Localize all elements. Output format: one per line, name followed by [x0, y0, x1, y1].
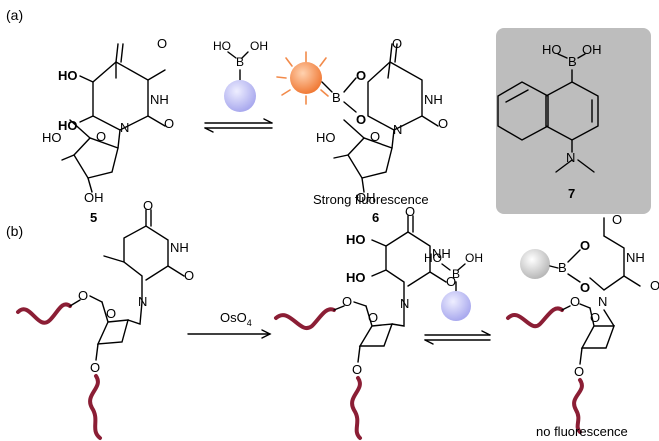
oso4-reaction-arrow: OsO4 [187, 310, 272, 339]
boronic-probe-sphere [441, 291, 471, 321]
strong-fluorescence-caption: Strong fluorescence [313, 192, 429, 207]
atom-o: O [580, 238, 590, 253]
atom-nh: NH [424, 92, 443, 107]
atom-o: O [580, 280, 590, 295]
atom-oh: OH [356, 190, 376, 205]
atom-n: N [400, 296, 409, 311]
atom-o: O [590, 310, 600, 325]
dna-thymidine-structure: O O O O NH O N [16, 198, 194, 440]
atom-o: O [143, 198, 153, 213]
atom-ho: HO [542, 42, 562, 57]
no-fluorescence-caption: no fluorescence [536, 424, 628, 439]
atom-ho: HO [346, 232, 366, 247]
atom-oh: OH [250, 39, 268, 53]
atom-n: N [138, 294, 147, 309]
atom-o: O [446, 274, 456, 289]
atom-ho: HO [213, 39, 231, 53]
panel-a-label: (a) [6, 7, 23, 23]
compound-5-structure: O NH O N HO HO HO O OH [42, 36, 174, 205]
atom-ho: HO [316, 130, 336, 145]
atom-o: O [157, 36, 167, 51]
dna-strand-3prime [88, 374, 102, 440]
dna-boronate-product-structure: B O O O NH O N O O O [506, 212, 659, 434]
atom-nh: NH [170, 240, 189, 255]
dna-strand-5prime [16, 302, 72, 325]
atom-o: O [574, 364, 584, 379]
atom-b: B [558, 260, 567, 275]
atom-b: B [568, 54, 577, 69]
atom-o: O [342, 294, 352, 309]
atom-nh: NH [432, 246, 451, 261]
reagent-oso4: OsO4 [220, 310, 252, 328]
atom-b: B [332, 90, 341, 105]
atom-o: O [78, 288, 88, 303]
atom-ho: HO [42, 130, 62, 145]
atom-o: O [612, 212, 622, 227]
compound-7-label: 7 [568, 186, 575, 201]
atom-n: N [598, 294, 607, 309]
compound-6-label: 6 [372, 210, 379, 225]
atom-o: O [96, 129, 106, 144]
atom-n: N [566, 150, 575, 165]
fluorescence-burst-icon [276, 51, 329, 105]
atom-nh: NH [626, 250, 645, 265]
dna-strand-3prime [572, 378, 584, 434]
compound-6-structure: B O O O NH O N HO O OH [276, 36, 448, 205]
atom-ho: HO [346, 270, 366, 285]
atom-nh: NH [150, 92, 169, 107]
boronic-probe-sphere [224, 80, 256, 112]
dna-strand-5prime [506, 306, 564, 329]
boronic-acid-reagent-b: HO OH B [424, 251, 483, 321]
atom-o: O [106, 306, 116, 321]
fluorescent-probe-sphere [290, 62, 322, 94]
atom-b: B [452, 267, 460, 281]
atom-o: O [90, 360, 100, 375]
atom-o: O [370, 129, 380, 144]
atom-o: O [356, 112, 366, 127]
compound-7-box: HO OH B N 7 [496, 28, 651, 214]
dna-thymine-glycol-structure: O O O O NH O HO HO N [274, 204, 456, 440]
atom-o: O [405, 204, 415, 219]
atom-o: O [164, 116, 174, 131]
atom-o: O [352, 362, 362, 377]
atom-n: N [393, 122, 402, 137]
dna-strand-5prime [274, 307, 336, 330]
atom-oh: OH [582, 42, 602, 57]
atom-o: O [368, 310, 378, 325]
equilibrium-arrow-a [204, 118, 273, 133]
atom-o: O [392, 36, 402, 51]
boronic-acid-reagent-a: HO OH B [213, 39, 268, 112]
dna-strand-3prime [350, 376, 362, 440]
atom-o: O [650, 278, 659, 293]
atom-b: B [236, 55, 244, 69]
inactive-probe-sphere [520, 249, 550, 279]
equilibrium-arrow-b [424, 330, 491, 345]
atom-oh: OH [84, 190, 104, 205]
compound-5-label: 5 [90, 210, 97, 225]
atom-n: N [120, 120, 129, 135]
panel-b-label: (b) [6, 223, 23, 239]
atom-o: O [438, 116, 448, 131]
atom-o: O [570, 294, 580, 309]
atom-ho: HO [58, 118, 78, 133]
atom-ho: HO [58, 68, 78, 83]
atom-o: O [184, 268, 194, 283]
atom-oh: OH [465, 251, 483, 265]
atom-o: O [356, 68, 366, 83]
atom-ho: HO [424, 251, 442, 265]
